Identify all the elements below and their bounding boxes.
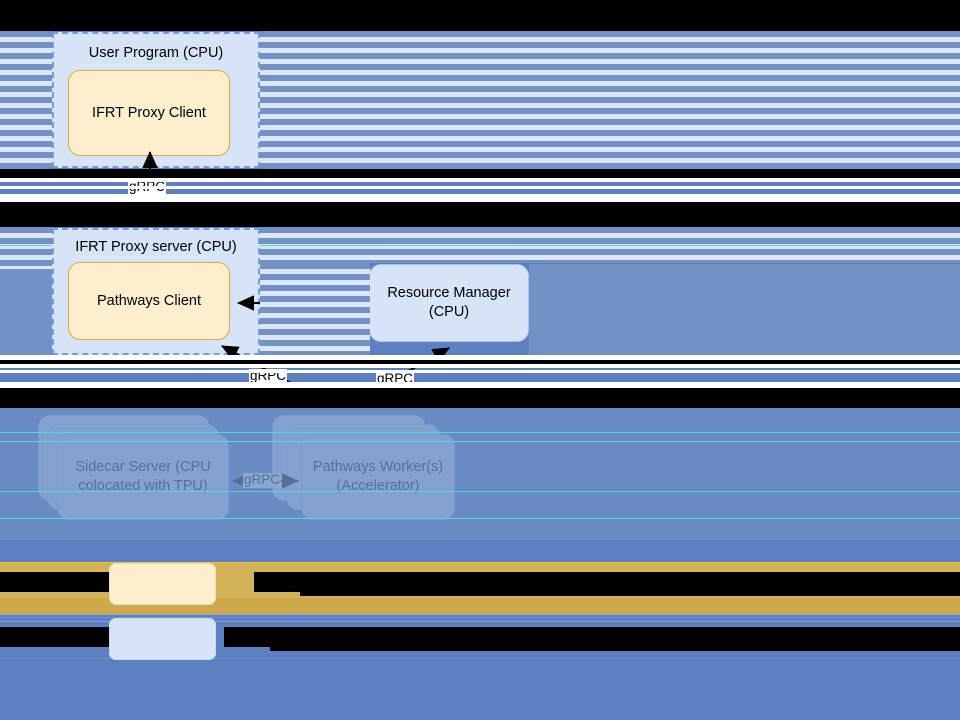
node-pathways-client-label: Pathways Client: [97, 292, 201, 309]
edge-label-sidecar-to-pathways-client: gRPC: [249, 368, 288, 384]
node-sidecar-server[interactable]: Sidecar Server (CPU colocated with TPU): [57, 434, 229, 520]
node-sidecar-server-line2: colocated with TPU): [78, 478, 208, 494]
node-ifrt-proxy-client[interactable]: IFRT Proxy Client: [68, 70, 230, 156]
edge-label-client-to-server: gRPC: [128, 179, 167, 195]
node-pathways-worker-line2: (Accelerator): [336, 478, 420, 494]
node-pathways-worker[interactable]: Pathways Worker(s) (Accelerator): [301, 434, 455, 520]
node-sidecar-server-line1: Sidecar Server (CPU: [75, 459, 211, 476]
node-resource-manager[interactable]: Resource Manager (CPU): [369, 264, 529, 342]
legend-swatch-blue: [109, 618, 216, 660]
legend-swatch-yellow: [109, 563, 216, 605]
edge-label-rm-to-pathways-client: gRPC: [280, 295, 319, 311]
container-ifrt-proxy-server-label: IFRT Proxy server (CPU): [75, 239, 237, 255]
node-resource-manager-line2: (CPU): [428, 304, 470, 320]
node-resource-manager-line1: Resource Manager: [387, 285, 511, 302]
container-user-program-label: User Program (CPU): [88, 45, 224, 61]
node-pathways-client[interactable]: Pathways Client: [68, 262, 230, 340]
edge-label-rm-to-worker: gRPC: [376, 371, 415, 387]
edge-label-sidecar-to-worker: gRPC: [243, 472, 282, 488]
node-pathways-worker-line1: Pathways Worker(s): [312, 459, 444, 476]
node-ifrt-proxy-client-label: IFRT Proxy Client: [92, 104, 206, 121]
